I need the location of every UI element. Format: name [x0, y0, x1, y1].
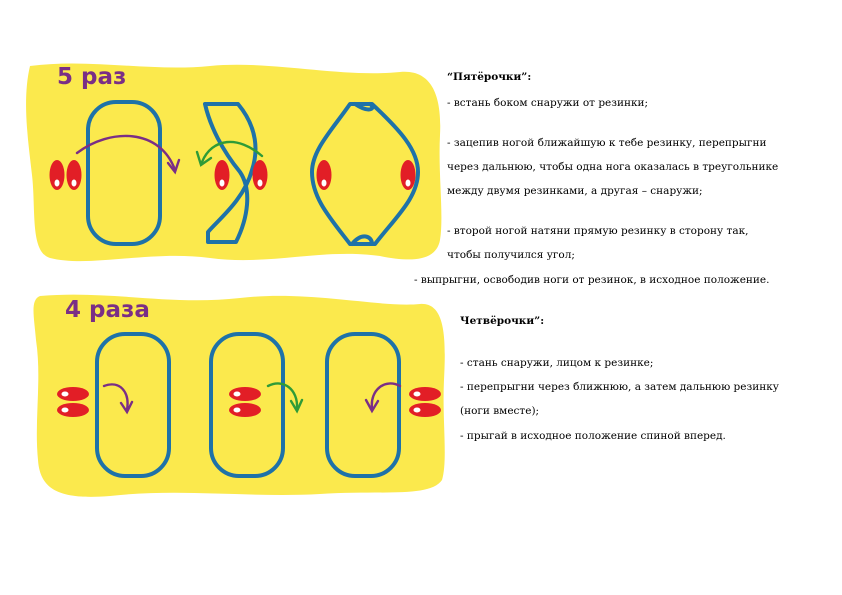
- step-text: между двумя резинками, а другая – снаруж…: [447, 185, 703, 197]
- foot-pair-1: [49, 160, 82, 190]
- foot-icon: [57, 403, 89, 417]
- foot-icon: [49, 160, 65, 190]
- step-text: - зацепив ногой ближайшую к тебе резинку…: [447, 137, 767, 149]
- step-text: - стань снаружи, лицом к резинке;: [460, 357, 654, 369]
- foot-icon: [57, 387, 89, 401]
- jump-arrow-icon: [266, 382, 299, 410]
- foot-pair-4: [57, 387, 89, 417]
- jump-arrow-icon: [75, 134, 177, 172]
- foot-icon: [252, 160, 268, 190]
- foot-pair-2: [214, 160, 268, 190]
- foot-pair-5: [229, 387, 261, 417]
- step-text: - перепрыгни через ближнюю, а затем даль…: [460, 381, 779, 393]
- jump-arrow-icon: [102, 383, 129, 412]
- foot-icon: [400, 160, 416, 190]
- band-loop-5: [209, 332, 285, 478]
- foot-icon: [409, 403, 441, 417]
- step-text: - второй ногой натяни прямую резинку в с…: [447, 225, 749, 237]
- jump-arrow-icon: [370, 382, 402, 410]
- foot-icon: [229, 387, 261, 401]
- band-loop-1: [86, 100, 162, 246]
- foot-pair-6: [409, 387, 441, 417]
- foot-icon: [214, 160, 230, 190]
- step-text: - выпрыгни, освободив ноги от резинок, в…: [414, 274, 770, 286]
- jump-arrow-icon: [200, 140, 264, 164]
- step-text: (ноги вместе);: [460, 405, 540, 417]
- band-double-twist-3: [310, 102, 420, 246]
- band-twist-2: [203, 102, 258, 244]
- foot-icon: [316, 160, 332, 190]
- step-text: через дальнюю, чтобы одна нога оказалась…: [447, 161, 779, 173]
- foot-pair-3: [316, 160, 416, 190]
- foot-icon: [66, 160, 82, 190]
- foot-icon: [409, 387, 441, 401]
- band-loop-4: [95, 332, 171, 478]
- step-text: - встань боком снаружи от резинки;: [447, 97, 649, 109]
- band-loop-6: [325, 332, 401, 478]
- step-text: - прыгай в исходное положение спиной впе…: [460, 430, 726, 442]
- section-title: Четвёрочки”:: [460, 315, 545, 327]
- foot-icon: [229, 403, 261, 417]
- bottom-count-label: 4 раза: [65, 297, 150, 323]
- top-count-label: 5 раз: [57, 64, 126, 90]
- section-title: “Пятёрочки”:: [447, 71, 532, 83]
- step-text: чтобы получился угол;: [447, 249, 575, 261]
